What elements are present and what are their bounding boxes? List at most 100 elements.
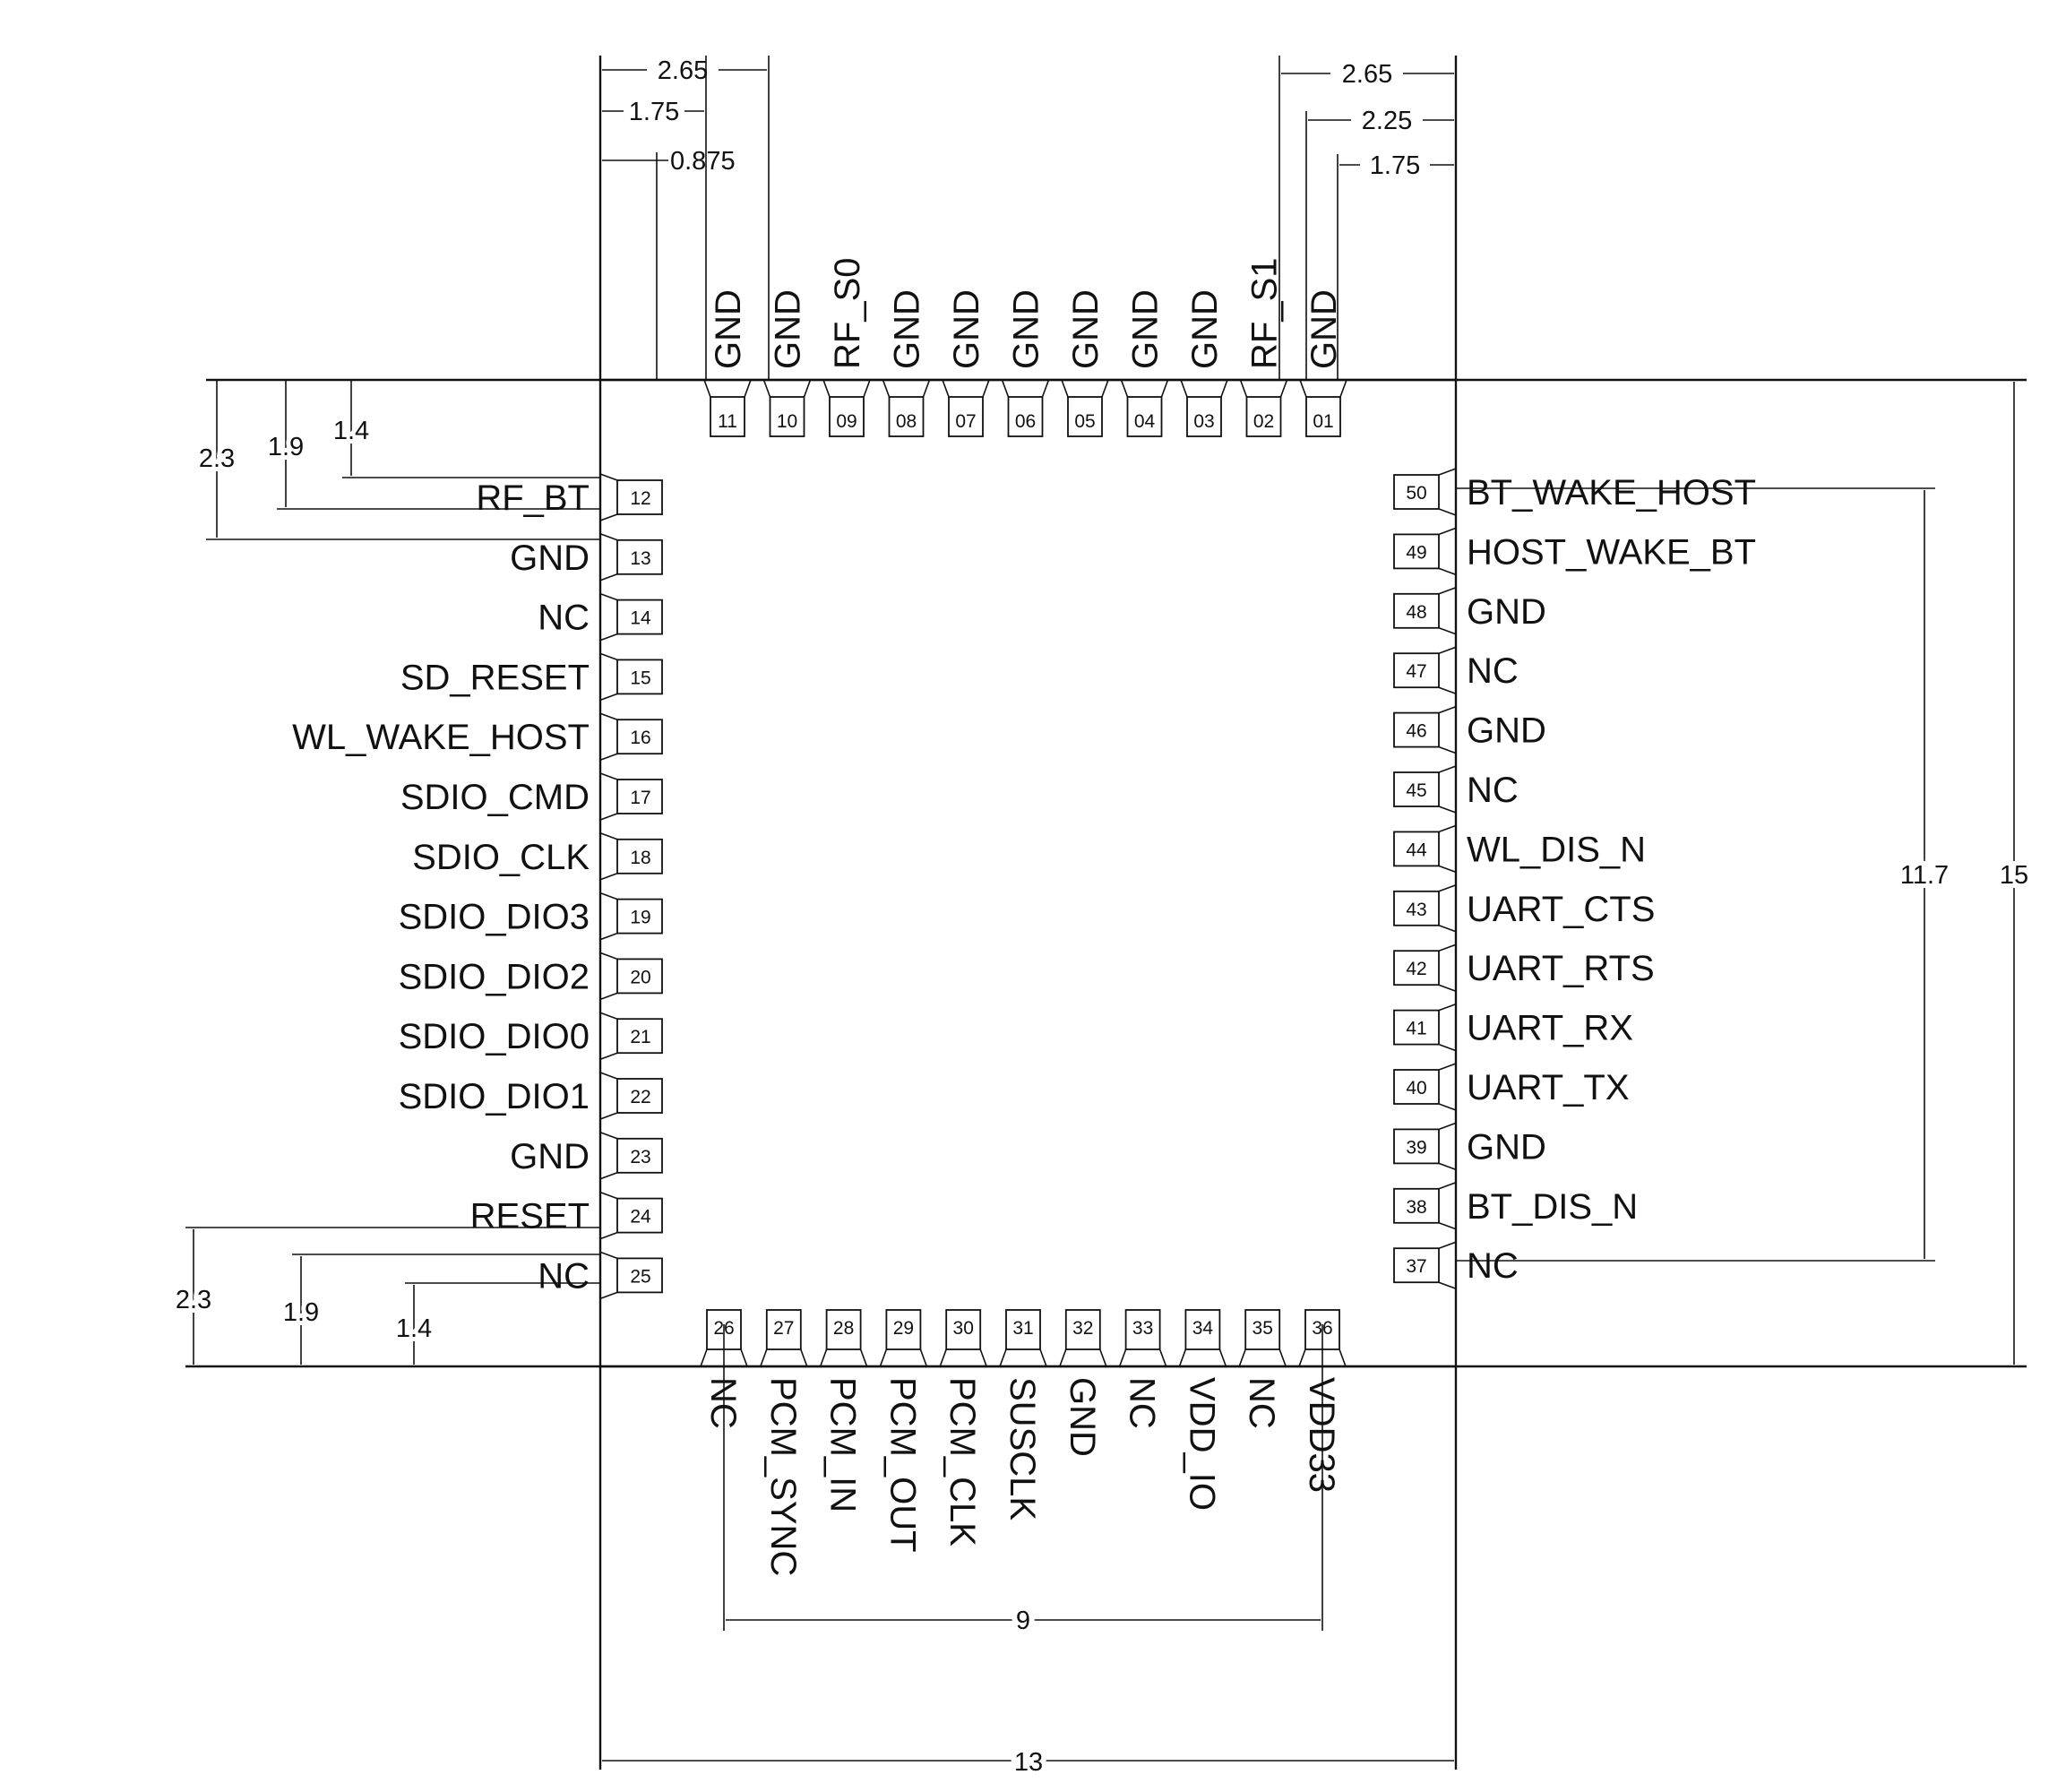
pin-number: 35 xyxy=(1253,1318,1273,1339)
dim-label-top-left-2-65: 2.65 xyxy=(658,56,708,85)
pin-label: NC xyxy=(1123,1377,1162,1429)
pin-number: 44 xyxy=(1406,840,1427,860)
pin-label: GND xyxy=(1063,1377,1102,1457)
pin-label: SDIO_DIO1 xyxy=(399,1077,590,1116)
pin-label: WL_WAKE_HOST xyxy=(292,718,590,757)
pin-18-sdio-clk: 18 SDIO_CLK xyxy=(412,832,663,881)
pin-label: GND xyxy=(769,289,808,369)
pin-number: 02 xyxy=(1253,411,1274,432)
pin-number: 03 xyxy=(1193,411,1214,432)
pin-number: 21 xyxy=(630,1027,650,1047)
pin-number: 42 xyxy=(1406,959,1426,979)
dim-label-left-upper-1-9: 1.9 xyxy=(268,433,304,461)
pin-label: UART_TX xyxy=(1467,1068,1630,1107)
pin-label: GND xyxy=(1467,592,1546,632)
pin-24-reset: 24 RESET xyxy=(470,1191,663,1240)
pin-label: PCM_OUT xyxy=(882,1377,922,1553)
pin-06-gnd: 06 GND xyxy=(1001,289,1050,437)
dim-left-upper xyxy=(206,380,600,540)
pin-number: 05 xyxy=(1074,411,1095,432)
dim-top-right xyxy=(1278,56,1454,380)
pin-label: SD_RESET xyxy=(400,658,590,697)
pin-number: 23 xyxy=(630,1147,650,1167)
dim-label-top-right-1-75: 1.75 xyxy=(1370,151,1420,180)
pin-label: BT_WAKE_HOST xyxy=(1467,473,1756,513)
dim-label-top-right-2-65: 2.65 xyxy=(1342,60,1392,89)
module-body xyxy=(598,378,1458,1368)
pin-label: GND xyxy=(1066,289,1106,369)
pin-number: 20 xyxy=(630,967,650,987)
pin-label: SDIO_DIO3 xyxy=(399,898,590,937)
dim-label-left-upper-2-3: 2.3 xyxy=(199,444,235,473)
pin-number: 46 xyxy=(1406,721,1426,742)
pin-number: 31 xyxy=(1012,1318,1033,1339)
pin-02-rf-s1: 02 RF_S1 xyxy=(1239,258,1288,437)
pin-number: 32 xyxy=(1072,1318,1093,1339)
pin-label: SDIO_DIO2 xyxy=(399,957,590,996)
pin-number: 06 xyxy=(1015,411,1036,432)
pins-top-group: 11GND10GND09RF_S008GND07GND06GND05GND04G… xyxy=(703,258,1347,437)
pin-number: 24 xyxy=(630,1207,651,1228)
pin-label: PCM_CLK xyxy=(943,1377,982,1546)
pin-label: RF_BT xyxy=(476,478,590,518)
pin-label: GND xyxy=(1126,289,1166,369)
dim-label-top-left-1-75: 1.75 xyxy=(629,98,679,126)
pin-number: 15 xyxy=(630,668,650,688)
pin-48-gnd: 48 GND xyxy=(1393,587,1546,635)
pin-label: SDIO_CLK xyxy=(412,838,590,877)
pin-20-sdio-dio2: 20 SDIO_DIO2 xyxy=(399,952,663,1001)
dim-right xyxy=(1456,382,2015,1365)
pin-label: GND xyxy=(1467,1127,1546,1167)
dim-label-right-11-7: 11.7 xyxy=(1900,861,1949,890)
pin-label: UART_RX xyxy=(1467,1009,1633,1048)
pin-label: GND xyxy=(1007,289,1046,369)
pin-number: 48 xyxy=(1406,602,1426,623)
pin-number: 43 xyxy=(1406,900,1426,920)
pin-number: 04 xyxy=(1134,411,1156,432)
pin-number: 01 xyxy=(1313,411,1333,432)
pin-label: GND xyxy=(888,289,927,369)
pin-label: PCM_IN xyxy=(823,1377,863,1512)
pin-number: 16 xyxy=(630,728,650,748)
dim-label-left-upper-1-4: 1.4 xyxy=(333,417,369,445)
pin-number: 18 xyxy=(630,848,650,868)
pin-label: NC xyxy=(538,1256,590,1296)
pin-number: 08 xyxy=(896,411,917,432)
pin-label: WL_DIS_N xyxy=(1467,830,1646,869)
pin-label: HOST_WAKE_BT xyxy=(1467,532,1756,572)
pin-number: 47 xyxy=(1406,661,1426,682)
pin-16-wl-wake-host: 16 WL_WAKE_HOST xyxy=(292,712,663,761)
pin-label: RESET xyxy=(470,1197,590,1236)
pin-label: VDD33 xyxy=(1302,1377,1341,1493)
dim-top-left xyxy=(602,56,770,380)
pin-label: NC xyxy=(703,1377,743,1429)
pin-number: 40 xyxy=(1406,1078,1426,1098)
pin-number: 28 xyxy=(833,1318,854,1339)
pin-number: 29 xyxy=(893,1318,914,1339)
dim-label-bottom-9: 9 xyxy=(1016,1607,1030,1635)
dim-label-bottom-13: 13 xyxy=(1014,1748,1043,1777)
pin-label: RF_S1 xyxy=(1245,258,1285,370)
